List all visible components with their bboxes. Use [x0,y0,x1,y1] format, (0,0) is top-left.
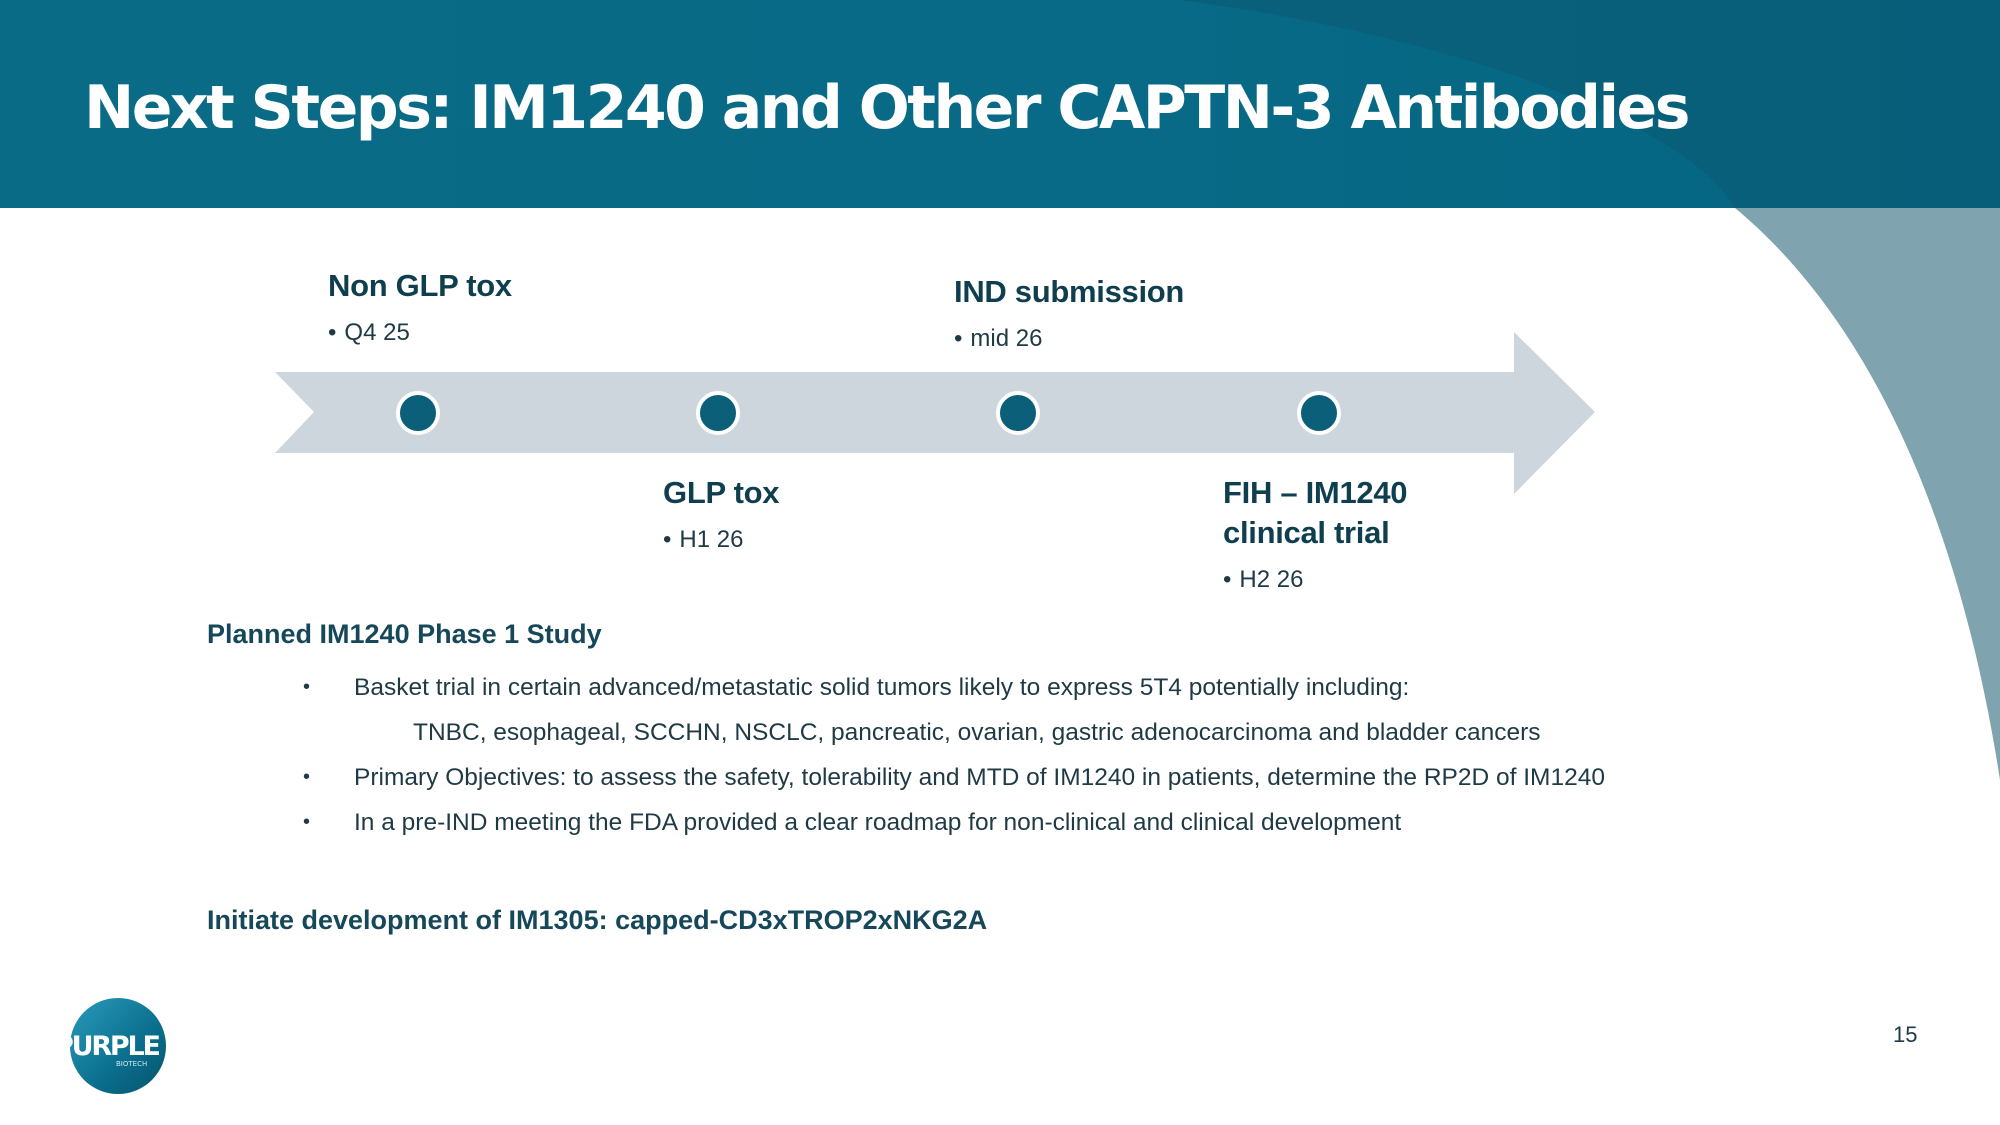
study-bullet-list: • Basket trial in certain advanced/metast… [303,665,1605,845]
milestone-title: IND submission [954,274,1185,309]
milestone-title: FIH – IM1240 clinical trial [1223,475,1408,550]
milestone-ind-submission: IND submission mid 26 [954,272,1184,354]
bullet-dot-icon: • [303,766,311,788]
slide-title: Next Steps: IM1240 and Other CAPTN-3 Ant… [84,73,1690,143]
purple-biotech-logo: PURPLE BIOTECH [54,998,166,1094]
bullet-text: TNBC, esophageal, SCCHN, NSCLC, pancreat… [413,719,1541,746]
bullet-text: In a pre-IND meeting the FDA provided a … [354,809,1402,836]
bullet-dot-icon: • [303,676,311,698]
page-number: 15 [1893,1022,1918,1047]
milestone-title: Non GLP tox [328,268,512,303]
milestone-dot-2 [696,391,740,435]
milestone-dot-3 [996,391,1040,435]
milestone-title: GLP tox [663,475,780,510]
timeline-arrow [275,332,1595,494]
bullet-dot-icon: • [303,811,311,833]
milestone-fih-trial: FIH – IM1240 clinical trial H2 26 [1223,473,1463,595]
milestone-date: H1 26 [663,525,779,555]
milestone-non-glp-tox: Non GLP tox Q4 25 [328,266,512,348]
next-heading: Initiate development of IM1305: capped-C… [207,905,988,935]
bullet-text: Basket trial in certain advanced/metasta… [354,674,1410,701]
bullet-text: Primary Objectives: to assess the safety… [354,764,1605,791]
milestone-glp-tox: GLP tox H1 26 [663,473,779,555]
bullet-subitem: TNBC, esophageal, SCCHN, NSCLC, pancreat… [303,710,1605,755]
milestone-date: mid 26 [954,324,1184,354]
logo-subtext: BIOTECH [116,1060,147,1068]
milestone-date: Q4 25 [328,318,512,348]
milestone-dots [396,391,1341,435]
header-sweep-shape [1180,0,2000,208]
bullet-item: • Primary Objectives: to assess the safet… [303,755,1605,800]
milestone-dot-1 [396,391,440,435]
accent-arc-shape [1735,208,2000,780]
logo-name: PURPLE [54,1031,159,1062]
milestone-dot-4 [1297,391,1341,435]
logo-circle [70,998,166,1094]
milestone-date: H2 26 [1223,565,1463,595]
bullet-item: • Basket trial in certain advanced/metast… [303,665,1605,710]
study-heading: Planned IM1240 Phase 1 Study [207,619,602,649]
bullet-item: • In a pre-IND meeting the FDA provided a… [303,800,1605,845]
